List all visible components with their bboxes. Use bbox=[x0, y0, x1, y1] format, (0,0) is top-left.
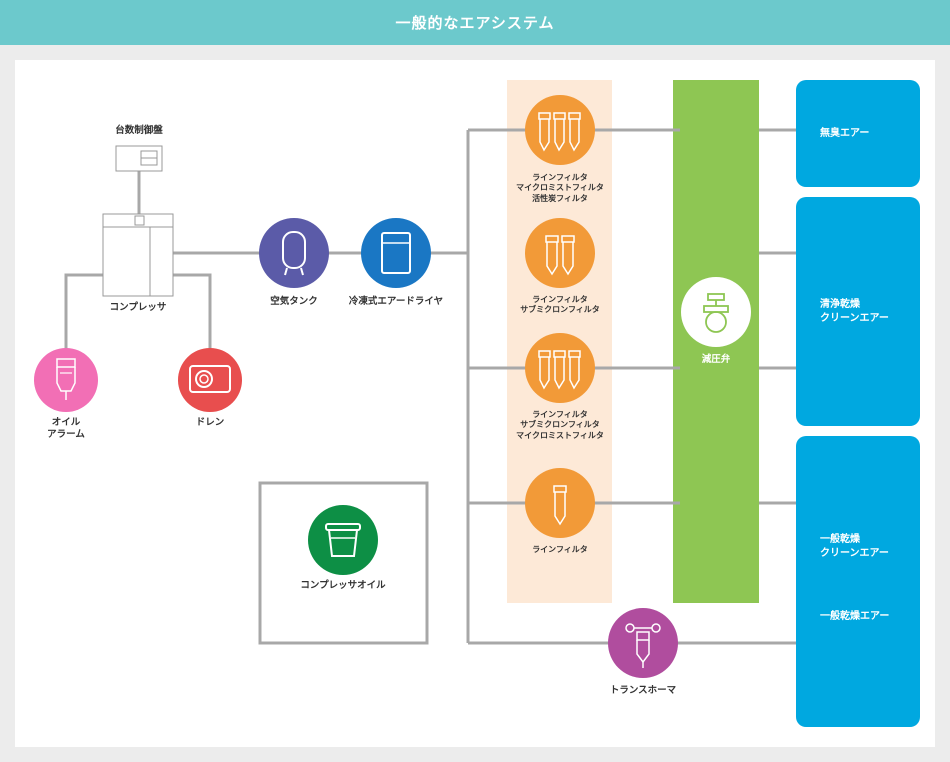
output-general-dry-clean-label: 一般乾燥クリーンエアー bbox=[820, 534, 889, 559]
filter-2-icon bbox=[525, 218, 595, 288]
compressor-label: コンプレッサ bbox=[109, 302, 167, 313]
drain-label: ドレン bbox=[195, 417, 225, 428]
compressor-icon bbox=[102, 213, 174, 297]
oil-bucket-icon bbox=[308, 505, 378, 575]
output-odorless-label: 無臭エアー bbox=[820, 128, 870, 139]
dryer-label: 冷凍式エアードライヤ bbox=[348, 296, 444, 307]
output-general-dry-label: 一般乾燥エアー bbox=[820, 611, 890, 622]
control-panel-icon bbox=[115, 145, 163, 172]
compressor-oil-label: コンプレッサオイル bbox=[300, 580, 386, 591]
output-clean-dry-label: 清浄乾燥クリーンエアー bbox=[820, 299, 889, 324]
filter-1-label: ラインフィルタマイクロミストフィルタ活性炭フィルタ bbox=[516, 173, 604, 203]
oil-alarm-icon bbox=[34, 348, 98, 412]
filter-3-label: ラインフィルタサブミクロンフィルタマイクロミストフィルタ bbox=[516, 410, 604, 440]
air-tank-icon bbox=[259, 218, 329, 288]
filter-4-label: ラインフィルタ bbox=[532, 545, 588, 554]
output-general-box: 一般乾燥クリーンエアー 一般乾燥エアー bbox=[796, 436, 920, 727]
transformer-label: トランスホーマ bbox=[609, 685, 677, 696]
output-clean-dry-box: 清浄乾燥クリーンエアー bbox=[796, 197, 920, 426]
transformer-icon bbox=[608, 608, 678, 678]
regulator-label: 減圧弁 bbox=[701, 354, 731, 365]
filter-4-icon bbox=[525, 468, 595, 538]
oil-alarm-label: オイルアラーム bbox=[47, 417, 85, 441]
air-tank-label: 空気タンク bbox=[270, 296, 318, 307]
control-panel-label: 台数制御盤 bbox=[115, 125, 163, 136]
dryer-icon bbox=[361, 218, 431, 288]
filter-3-icon bbox=[525, 333, 595, 403]
filter-1-icon bbox=[525, 95, 595, 165]
output-odorless-air-box: 無臭エアー bbox=[796, 80, 920, 187]
page-title: 一般的なエアシステム bbox=[0, 0, 950, 45]
filter-2-label: ラインフィルタサブミクロンフィルタ bbox=[520, 295, 600, 315]
diagram-panel bbox=[15, 60, 935, 747]
regulator-icon bbox=[681, 277, 751, 347]
drain-icon bbox=[178, 348, 242, 412]
